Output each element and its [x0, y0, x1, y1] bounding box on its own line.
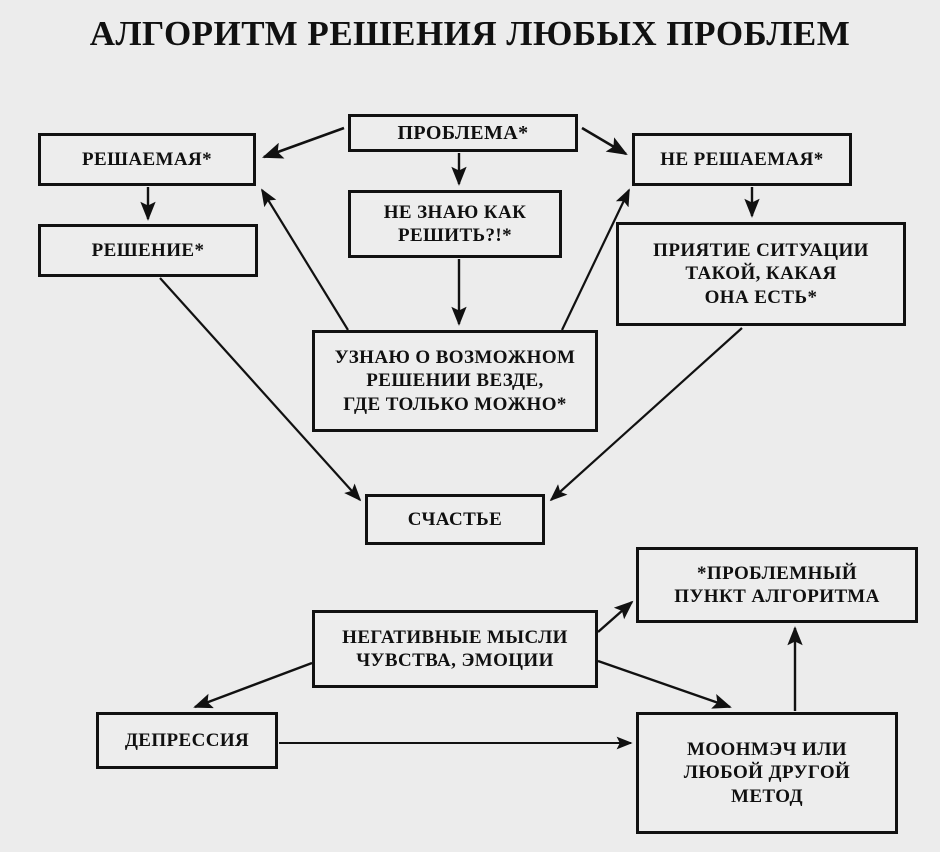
node-priyatie-situacii[interactable]: ПРИЯТИЕ СИТУАЦИИ ТАКОЙ, КАКАЯ ОНА ЕСТЬ* — [616, 222, 906, 326]
node-depressiya[interactable]: ДЕПРЕССИЯ — [96, 712, 278, 769]
node-problema[interactable]: ПРОБЛЕМА* — [348, 114, 578, 152]
edge-problema-to-reshaemaya — [262, 126, 345, 159]
edge-problema-to-ne-reshaemaya — [581, 126, 628, 156]
edge-negativnye-to-problemny — [597, 600, 634, 633]
edge-negativnye-to-depressiya — [193, 661, 313, 709]
node-ne-reshaemaya[interactable]: НЕ РЕШАЕМАЯ* — [632, 133, 852, 186]
node-moonmech-ili-lyuboy-drugoy-metod[interactable]: МООНМЭЧ ИЛИ ЛЮБОЙ ДРУГОЙ МЕТОД — [636, 712, 898, 834]
node-uznayu-o-vozmozhnom-reshenii[interactable]: УЗНАЮ О ВОЗМОЖНОМ РЕШЕНИИ ВЕЗДЕ, ГДЕ ТОЛ… — [312, 330, 598, 432]
node-reshaemaya[interactable]: РЕШАЕМАЯ* — [38, 133, 256, 186]
node-schastye[interactable]: СЧАСТЬЕ — [365, 494, 545, 545]
edge-negativnye-to-method — [597, 659, 732, 709]
page-title: АЛГОРИТМ РЕШЕНИЯ ЛЮБЫХ ПРОБЛЕМ — [89, 14, 851, 53]
node-problemny-punkt-algoritma[interactable]: *ПРОБЛЕМНЫЙ ПУНКТ АЛГОРИТМА — [636, 547, 918, 623]
node-reshenie[interactable]: РЕШЕНИЕ* — [38, 224, 258, 277]
edge-uznayu-to-reshaemaya — [261, 188, 349, 331]
node-negativnye-mysli[interactable]: НЕГАТИВНЫЕ МЫСЛИ ЧУВСТВА, ЭМОЦИИ — [312, 610, 598, 688]
node-ne-znayu-kak-reshit[interactable]: НЕ ЗНАЮ КАК РЕШИТЬ?!* — [348, 190, 562, 258]
